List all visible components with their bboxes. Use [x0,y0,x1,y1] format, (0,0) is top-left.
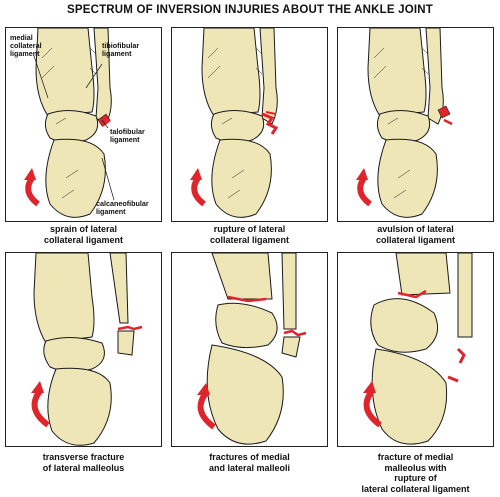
panel-transverse-fracture [5,252,162,447]
ankle-illustration-rupture [190,28,279,218]
diagram-title: SPECTRUM OF INVERSION INJURIES ABOUT THE… [66,4,434,16]
ankle-illustration-transverse-fracture [31,253,143,446]
ankle-illustration-bimalleolar-fracture [197,253,307,445]
ankle-illustration-avulsion [356,28,453,218]
panel-medial-lateral-fractures [171,252,328,447]
inversion-arrow [25,176,40,207]
panel-avulsion [337,27,494,222]
ankle-illustration-medial-fracture-rupture [363,253,473,445]
panel-medial-fracture-rupture [337,252,494,447]
ankle-illustration-sprain [24,28,115,218]
panel-rupture [171,27,328,222]
